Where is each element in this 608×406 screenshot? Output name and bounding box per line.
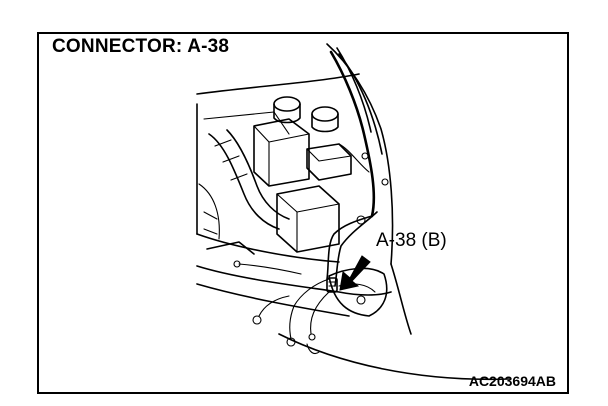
diagram-frame: CONNECTOR: A-38 A-38 (B) AC203694AB (37, 32, 569, 394)
figure-code: AC203694AB (468, 373, 556, 389)
front-support (196, 103, 340, 263)
connector-a38 (326, 277, 338, 293)
arrow-icon (339, 255, 371, 291)
relay-box (306, 143, 352, 181)
diagram-title: CONNECTOR: A-38 (52, 36, 230, 57)
engine-block (198, 183, 255, 255)
wiring-harness (233, 47, 389, 355)
front-bumper (196, 263, 510, 381)
battery-box (253, 118, 310, 187)
reservoir-caps (273, 96, 339, 133)
air-cleaner (276, 185, 340, 253)
connector-callout-label: A-38 (B) (376, 230, 447, 251)
engine-bay-illustration (196, 43, 510, 381)
